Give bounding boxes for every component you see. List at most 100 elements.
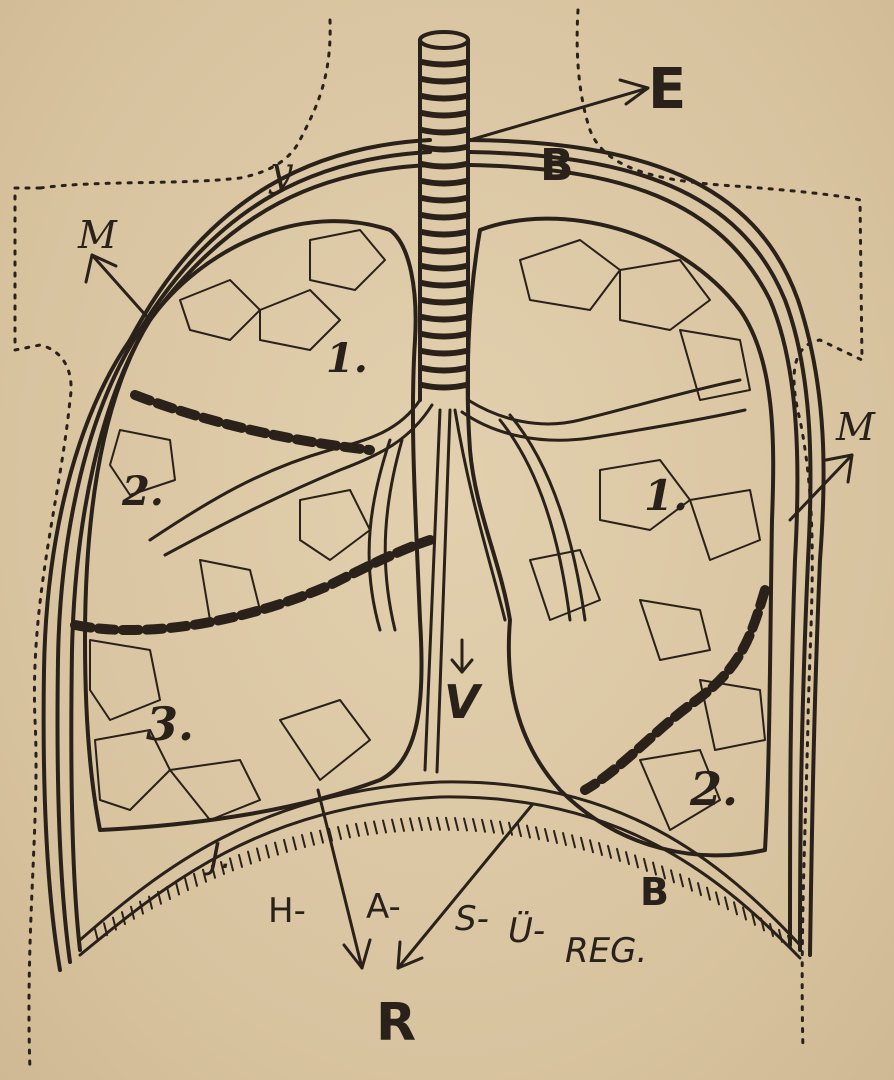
- diaphragm-hatch-mark: [626, 852, 629, 864]
- diaphragm-hatch-mark: [590, 840, 593, 852]
- caption-s: S-: [455, 899, 489, 939]
- trachea-ring: [422, 317, 466, 320]
- trachea-ring: [422, 164, 466, 167]
- label-left-lobe-3: 3.: [146, 697, 194, 751]
- diaphragm-hatch-mark: [743, 908, 746, 920]
- diaphragm-hatch-mark: [725, 897, 728, 909]
- caption-h: H-: [268, 891, 306, 931]
- trachea-ring: [422, 334, 466, 337]
- diaphragm-hatch-mark: [446, 818, 449, 830]
- diaphragm-hatch-mark: [257, 848, 260, 860]
- diaphragm-hatch-mark: [545, 829, 548, 841]
- diaphragm-hatch-mark: [293, 837, 296, 849]
- diaphragm-hatch-mark: [311, 833, 314, 845]
- diaphragm-hatch-mark: [500, 822, 503, 834]
- label-y: y: [268, 149, 294, 195]
- alveolar-network-left: [90, 230, 385, 820]
- diaphragm-hatch-mark: [347, 825, 350, 837]
- diaphragm-hatch-mark: [383, 820, 386, 832]
- diaphragm-hatch-mark: [518, 824, 521, 836]
- trachea-ring: [422, 62, 466, 65]
- label-left-lobe-1: 1.: [326, 335, 368, 382]
- trachea-rings: [422, 62, 466, 388]
- trachea-ring: [422, 198, 466, 201]
- diaphragm-hatch-mark: [239, 855, 242, 867]
- label-j: J.: [204, 836, 232, 877]
- diaphragm-hatch-mark: [572, 835, 575, 847]
- diaphragm-hatch-mark: [401, 819, 404, 831]
- diaphragm-hatch-mark: [320, 831, 323, 843]
- label-m-right: M: [835, 405, 876, 449]
- diaphragm-hatch-mark: [185, 878, 188, 890]
- diaphragm-hatch-mark: [419, 818, 422, 830]
- diaphragm-hatch-mark: [491, 821, 494, 833]
- trachea-ring: [422, 283, 466, 286]
- diaphragm-hatch-mark: [527, 826, 530, 838]
- diaphragm-hatching: [95, 818, 791, 948]
- diaphragm-hatch-mark: [356, 824, 359, 836]
- diaphragm-hatch-mark: [455, 818, 458, 830]
- trachea-ring: [422, 181, 466, 184]
- diaphragm-hatch-mark: [437, 818, 440, 830]
- label-v: V: [444, 675, 483, 729]
- label-right-lobe-2: 2.: [689, 762, 738, 816]
- diaphragm-hatch-mark: [707, 888, 710, 900]
- diaphragm-hatch-mark: [284, 840, 287, 852]
- trachea-ring: [422, 300, 466, 303]
- diaphragm-hatch-mark: [734, 902, 737, 914]
- diaphragm-hatch-mark: [716, 892, 719, 904]
- caption-reg: REG.: [565, 931, 647, 971]
- trachea-ring: [422, 215, 466, 218]
- trachea-ring: [422, 351, 466, 354]
- diaphragm-hatch-mark: [671, 870, 674, 882]
- diaphragm-hatch-mark: [167, 887, 170, 899]
- diaphragm-hatch-mark: [194, 874, 197, 886]
- diaphragm-hatch-mark: [365, 823, 368, 835]
- diaphragm-hatch-mark: [635, 855, 638, 867]
- diaphragm-hatch-mark: [680, 874, 683, 886]
- diaphragm-hatch-mark: [338, 827, 341, 839]
- diaphragm-hatch-mark: [554, 831, 557, 843]
- diaphragm-hatch-mark: [698, 883, 701, 895]
- label-b-top: B: [540, 140, 574, 191]
- diaphragm-hatch-mark: [617, 849, 620, 861]
- label-r: R: [376, 993, 416, 1053]
- label-right-lobe-1: 1.: [644, 471, 688, 520]
- diaphragm-hatch-mark: [176, 882, 179, 894]
- diaphragm-hatch-mark: [392, 820, 395, 832]
- diaphragm-hatch-mark: [95, 929, 98, 941]
- trachea-ring: [422, 368, 466, 371]
- diaphragm-hatch-mark: [608, 846, 611, 858]
- caption-a: A-: [366, 887, 401, 927]
- trachea-ring: [422, 96, 466, 99]
- trachea-ring: [422, 266, 466, 269]
- trachea-ring: [422, 385, 466, 388]
- diaphragm-hatch-mark: [536, 827, 539, 839]
- label-m-left: M: [77, 213, 118, 257]
- diaphragm-hatch-mark: [563, 833, 566, 845]
- diaphragm-hatch-mark: [374, 821, 377, 833]
- trachea-ring: [422, 113, 466, 116]
- diaphragm-hatch-mark: [464, 818, 467, 830]
- trachea-ring: [422, 249, 466, 252]
- diaphragm-hatch-mark: [302, 835, 305, 847]
- diaphragm-hatch-mark: [689, 879, 692, 891]
- diaphragm-hatch-mark: [581, 838, 584, 850]
- label-b-bottom: B: [640, 870, 669, 914]
- label-e: E: [648, 57, 686, 122]
- trachea-ring: [422, 147, 466, 150]
- diaphragm-hatch-mark: [428, 818, 431, 830]
- caption-u: Ü-: [508, 910, 545, 951]
- diaphragm-hatch-mark: [482, 820, 485, 832]
- diaphragm-hatch-mark: [473, 819, 476, 831]
- trachea-ring: [422, 130, 466, 133]
- diaphragm-hatch-mark: [266, 845, 269, 857]
- diaphragm-hatch-mark: [599, 843, 602, 855]
- diaphragm-hatch-mark: [275, 843, 278, 855]
- label-left-lobe-2: 2.: [121, 468, 164, 515]
- trachea-ring: [422, 232, 466, 235]
- diaphragm-hatch-mark: [248, 852, 251, 864]
- trachea-ring: [422, 79, 466, 82]
